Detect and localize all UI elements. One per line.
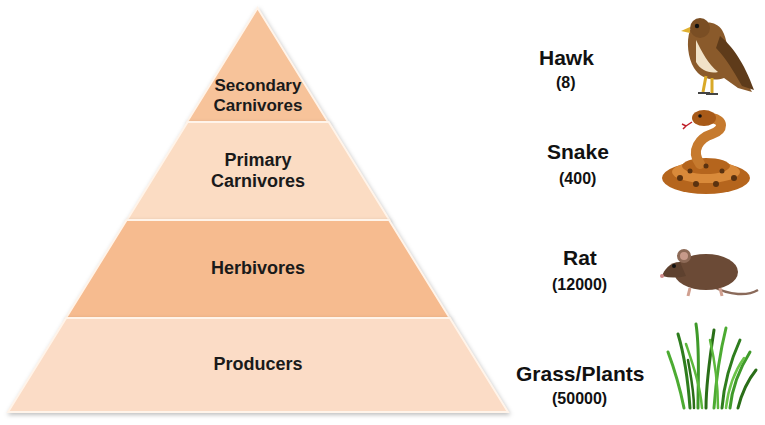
trophic-level-name: Producers: [138, 354, 378, 375]
organism-name: Hawk: [539, 46, 594, 70]
population-count: (12000): [552, 276, 607, 294]
hawk-picture: [681, 18, 754, 94]
rat-picture: [660, 249, 758, 296]
pyramid-band: Herbivores: [66, 220, 450, 318]
pyramid-band: Secondary Carnivores: [187, 8, 328, 122]
band-shape: [127, 122, 389, 220]
grass-picture: [668, 324, 756, 408]
band-outline: [187, 8, 328, 122]
organism-name: Rat: [563, 246, 597, 270]
pyramid-band: Primary Carnivores: [127, 122, 389, 220]
population-count: (400): [559, 170, 596, 188]
population-count: (8): [556, 74, 576, 92]
pyramid-band: Producers: [8, 318, 508, 412]
organism-name: Snake: [547, 140, 609, 164]
trophic-level-name: Primary Carnivores: [183, 150, 333, 192]
trophic-level-name: Secondary Carnivores: [203, 76, 313, 116]
organism-name: Grass/Plants: [516, 362, 644, 386]
band-outline: [8, 318, 508, 412]
snake-picture: [662, 110, 750, 194]
population-count: (50000): [552, 390, 607, 408]
band-outline: [127, 122, 389, 220]
trophic-level-name: Herbivores: [158, 258, 358, 279]
band-outline: [66, 220, 450, 318]
